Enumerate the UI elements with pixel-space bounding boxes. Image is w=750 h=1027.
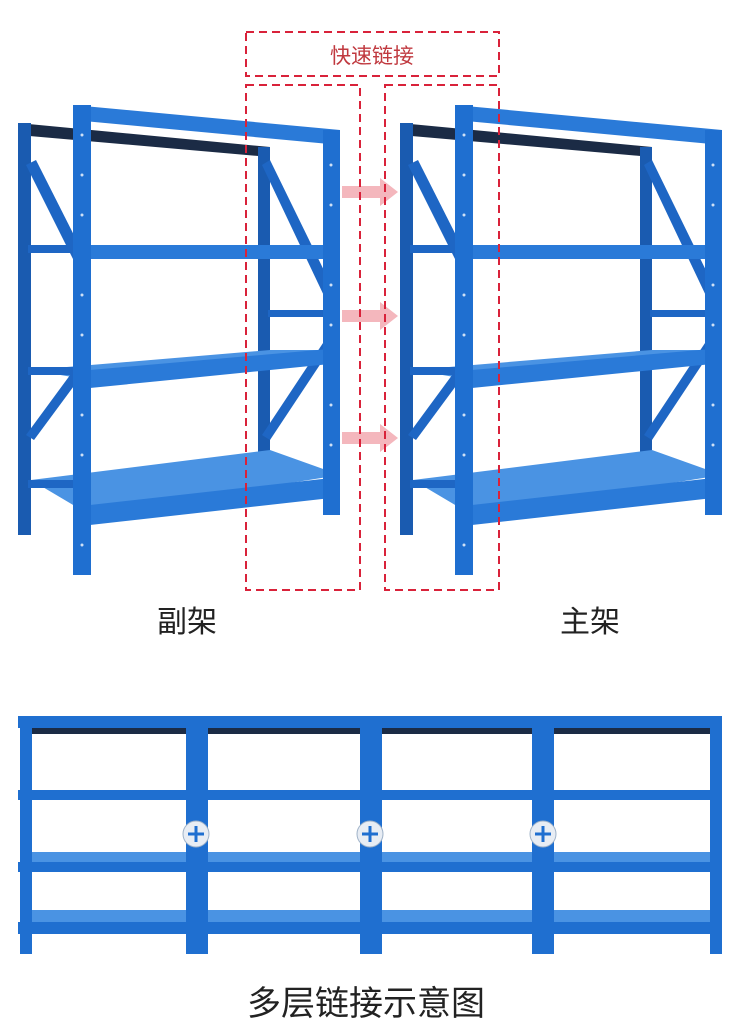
- arrow-icon: [342, 424, 398, 452]
- plus-connector-icon: [182, 820, 210, 848]
- multi-bay-rack: [18, 716, 722, 954]
- main-rack: [400, 105, 722, 575]
- title-dashed-box: [245, 31, 500, 77]
- secondary-connect-box: [245, 84, 361, 591]
- plus-connector-icon: [529, 820, 557, 848]
- diagram-caption: 多层链接示意图: [247, 984, 485, 1024]
- quick-connect-title: 快速链接: [330, 44, 414, 68]
- secondary-rack: [18, 105, 340, 575]
- secondary-frame-label: 副架: [157, 605, 217, 640]
- arrow-icon: [342, 302, 398, 330]
- connector-plus-icons: [182, 820, 557, 848]
- plus-connector-icon: [356, 820, 384, 848]
- arrow-icon: [342, 178, 398, 206]
- arrow-icons: [342, 178, 398, 452]
- main-frame-label: 主架: [560, 605, 620, 640]
- main-connect-box: [384, 84, 500, 591]
